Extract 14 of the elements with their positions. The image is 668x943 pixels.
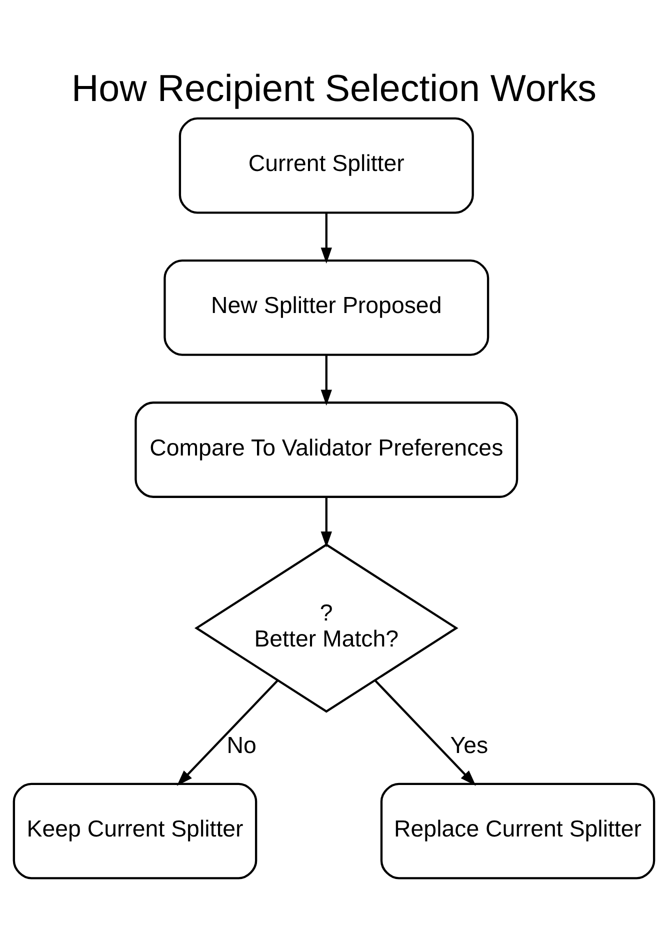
diagram-title: How Recipient Selection Works <box>71 66 597 109</box>
node-diamond: ? Better Match? <box>194 543 458 713</box>
arrow <box>176 680 278 786</box>
arrow <box>320 497 332 548</box>
arrow <box>320 355 332 406</box>
edge-label: No <box>226 732 256 758</box>
node-box: Keep Current Splitter <box>12 782 258 880</box>
arrow <box>374 680 476 786</box>
node-box: Replace Current Splitter <box>380 782 656 880</box>
node-box: New Splitter Proposed <box>164 259 490 356</box>
edge-label: Yes <box>450 732 488 758</box>
node-box: Current Splitter <box>178 117 474 214</box>
arrow <box>320 212 332 264</box>
node-box: Compare To Validator Preferences <box>134 402 518 498</box>
